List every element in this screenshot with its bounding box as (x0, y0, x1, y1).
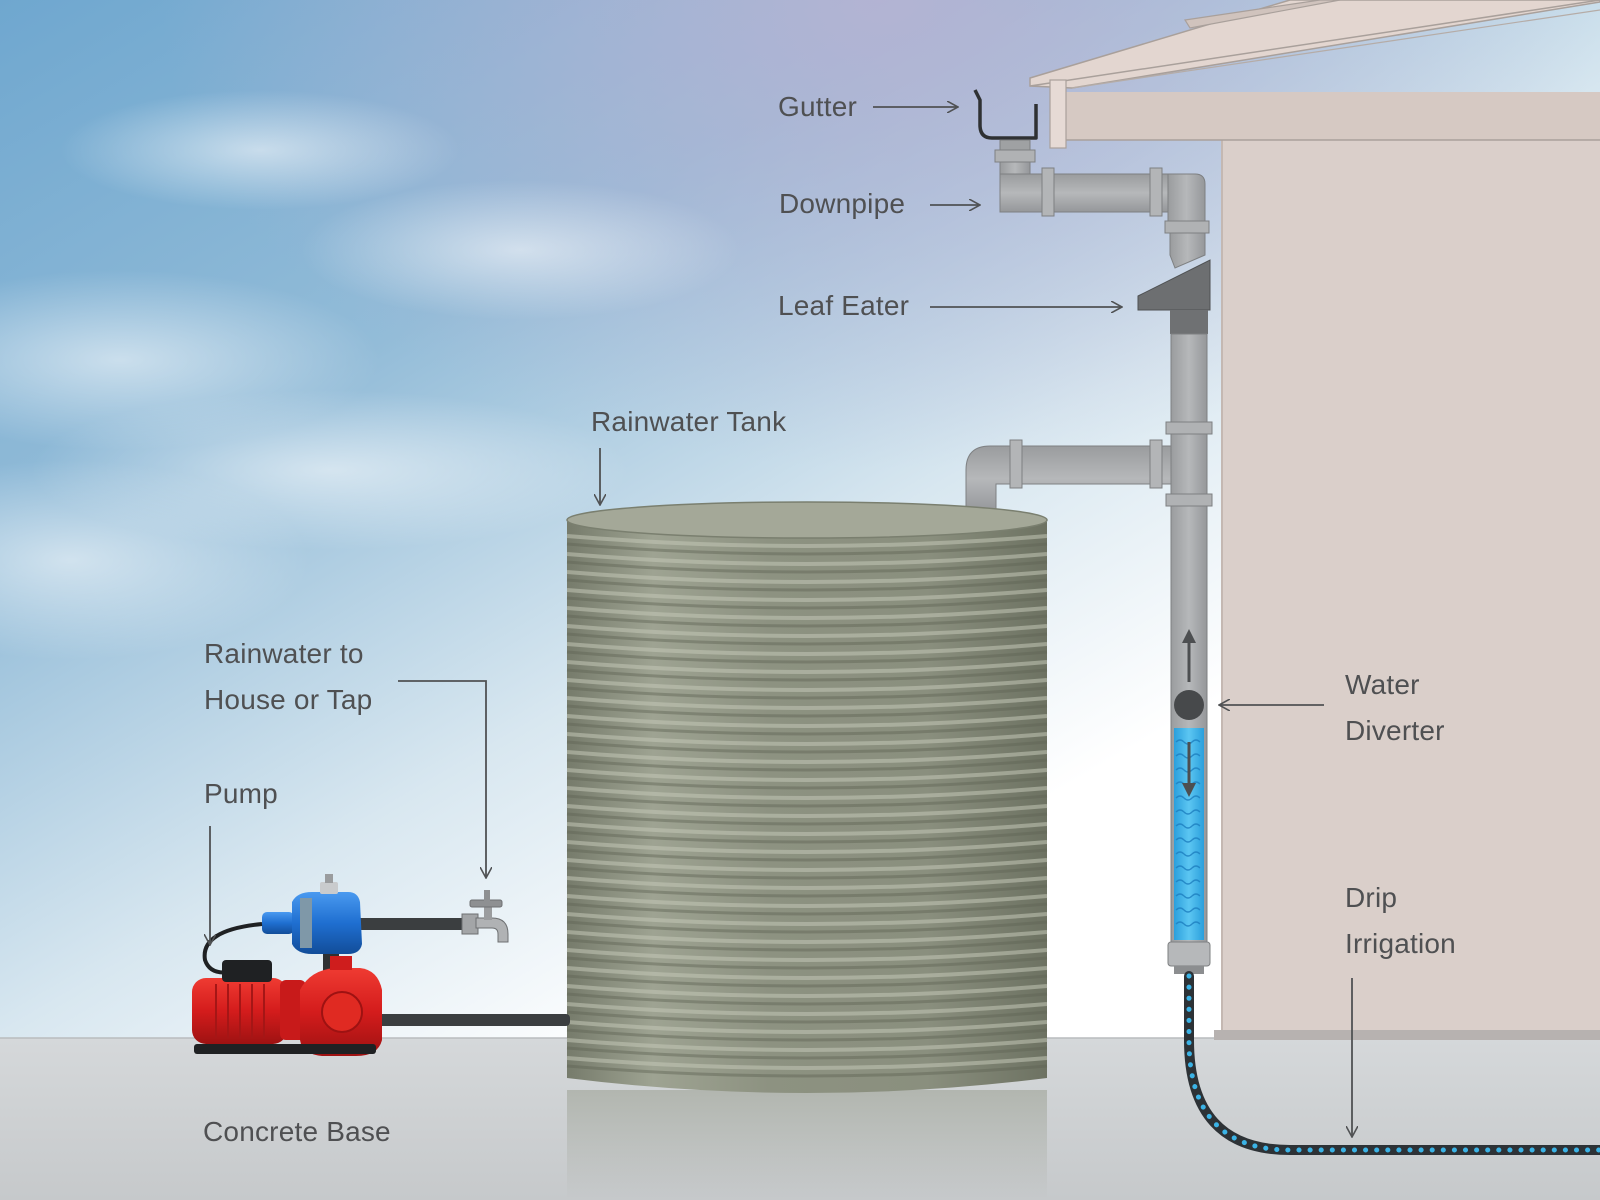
tank-rib-highlight (566, 750, 1048, 764)
water-diverter-line2: Diverter (1345, 715, 1445, 746)
downpipe-label: Downpipe (779, 188, 906, 219)
leader-lines (210, 107, 1352, 1137)
concrete-base-label: Concrete Base (203, 1116, 391, 1147)
tank-rib-shadow (566, 974, 1048, 988)
tank-rib-highlight (566, 912, 1048, 926)
tank-rib-shadow (566, 596, 1048, 610)
rainwater-tank (566, 501, 1048, 1200)
rainwater-to-house-label: Rainwater to House or Tap (204, 631, 372, 723)
tank-rib-shadow (566, 938, 1048, 952)
tank-rib-shadow (566, 1046, 1048, 1060)
tank-rib-highlight (566, 660, 1048, 674)
tank-rib-shadow (566, 578, 1048, 592)
leaf-eater (1137, 259, 1211, 311)
tank-rib-shadow (566, 650, 1048, 664)
rainwater-to-house-line2: House or Tap (204, 684, 373, 715)
tank-rib-shadow (566, 776, 1048, 790)
tank-rib-highlight (566, 588, 1048, 602)
tank-rib-highlight (566, 804, 1048, 818)
gutter-label: Gutter (778, 91, 858, 122)
tank-rib-shadow (566, 866, 1048, 880)
house-wall (1222, 140, 1600, 1038)
downpipe-system (965, 139, 1213, 974)
tank-rib-highlight (566, 930, 1048, 944)
tank-rib-highlight (566, 984, 1048, 998)
tank-rib-shadow (566, 830, 1048, 844)
tank-rib-highlight (566, 786, 1048, 800)
tank-rib-highlight (566, 678, 1048, 692)
tank-rib-highlight (566, 876, 1048, 890)
tank-rib-highlight (566, 1020, 1048, 1034)
drip-irrigation-line1: Drip (1345, 882, 1398, 913)
tank-rib-shadow (566, 848, 1048, 862)
diverter-ball (1174, 690, 1204, 720)
tank-rib-highlight (566, 732, 1048, 746)
rainwater-to-house-line1: Rainwater to (204, 638, 364, 669)
tank-rib-shadow (566, 812, 1048, 826)
clouds (0, 90, 740, 660)
roof-fascia (1050, 92, 1600, 140)
tank-rib-shadow (566, 614, 1048, 628)
drip-irrigation-line2: Irrigation (1345, 928, 1456, 959)
tank-rib-highlight (566, 570, 1048, 584)
tank-rib-highlight (566, 534, 1048, 548)
tank-rib-shadow (566, 668, 1048, 682)
water-diverter-label: Water Diverter (1345, 662, 1445, 754)
tank-rib-highlight (566, 642, 1048, 656)
tank-rib-highlight (566, 822, 1048, 836)
rainwater-to-house-arrow (398, 680, 486, 878)
tank-rib-shadow (566, 1064, 1048, 1078)
tank-rib-shadow (566, 956, 1048, 970)
water-diverter-line1: Water (1345, 669, 1420, 700)
pump-label: Pump (204, 778, 278, 809)
tank-rib-highlight (566, 1056, 1048, 1070)
tank-rib-highlight (566, 606, 1048, 620)
tank-reflection (567, 1090, 1047, 1200)
tank-outlet-pipe (370, 1014, 570, 1026)
tank-rib-highlight (566, 768, 1048, 782)
tank-rib-shadow (566, 1010, 1048, 1024)
tank-top (566, 501, 1048, 539)
tank-rib-shadow (566, 758, 1048, 772)
tank-rib-shadow (566, 686, 1048, 700)
pump-icon (192, 874, 509, 1056)
tank-rib-shadow (566, 794, 1048, 808)
tank-rib-shadow (566, 704, 1048, 718)
tank-rib-shadow (566, 920, 1048, 934)
tank-rib-highlight (566, 840, 1048, 854)
rainwater-tank-label: Rainwater Tank (591, 406, 787, 437)
tank-rib-highlight (566, 966, 1048, 980)
tank-rib-highlight (566, 552, 1048, 566)
tank-rib-highlight (566, 858, 1048, 872)
fascia-board (1049, 79, 1067, 149)
house (1029, 0, 1600, 1040)
tank-rib-highlight (566, 714, 1048, 728)
tank-rib-highlight (566, 894, 1048, 908)
tank-rib-shadow (566, 740, 1048, 754)
drip-irrigation-hose (1184, 971, 1600, 1155)
tank-rib-shadow (566, 992, 1048, 1006)
drip-irrigation-label: Drip Irrigation (1345, 875, 1456, 967)
tank-rib-highlight (566, 624, 1048, 638)
tank-rib-shadow (566, 542, 1048, 556)
gutter (973, 89, 1038, 140)
tank-rib-shadow (566, 560, 1048, 574)
tank-corrugations (566, 534, 1048, 1078)
tank-rib-highlight (566, 948, 1048, 962)
tank-rib-shadow (566, 884, 1048, 898)
tank-rib-shadow (566, 722, 1048, 736)
tank-rib-shadow (566, 902, 1048, 916)
tap-icon (461, 890, 509, 943)
tank-rib-shadow (566, 632, 1048, 646)
tank-rib-highlight (566, 1002, 1048, 1016)
leaf-eater-label: Leaf Eater (778, 290, 910, 321)
tank-rib-highlight (566, 1038, 1048, 1052)
tank-rib-shadow (566, 1028, 1048, 1042)
tank-rib-highlight (566, 696, 1048, 710)
